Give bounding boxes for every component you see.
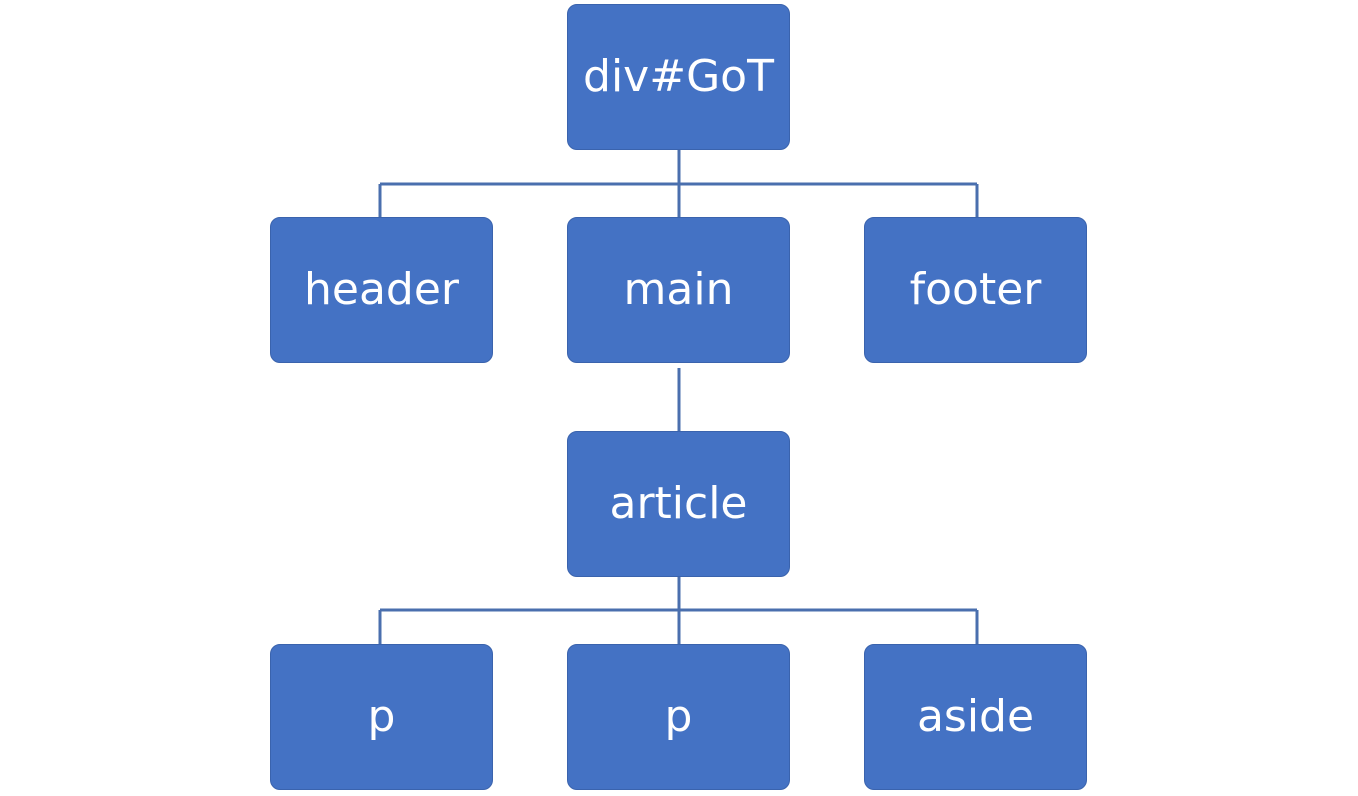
node-div-got: div#GoT: [567, 4, 790, 150]
node-p-first: p: [270, 644, 493, 790]
node-article: article: [567, 431, 790, 577]
node-label: aside: [916, 691, 1035, 742]
node-label: footer: [909, 264, 1042, 315]
node-p-second: p: [567, 644, 790, 790]
node-label: article: [609, 478, 748, 529]
node-footer: footer: [864, 217, 1087, 363]
node-header: header: [270, 217, 493, 363]
node-label: p: [664, 691, 693, 742]
node-label: div#GoT: [583, 51, 774, 102]
node-label: p: [367, 691, 396, 742]
node-label: main: [623, 264, 734, 315]
node-label: header: [303, 264, 459, 315]
node-aside: aside: [864, 644, 1087, 790]
node-main: main: [567, 217, 790, 363]
